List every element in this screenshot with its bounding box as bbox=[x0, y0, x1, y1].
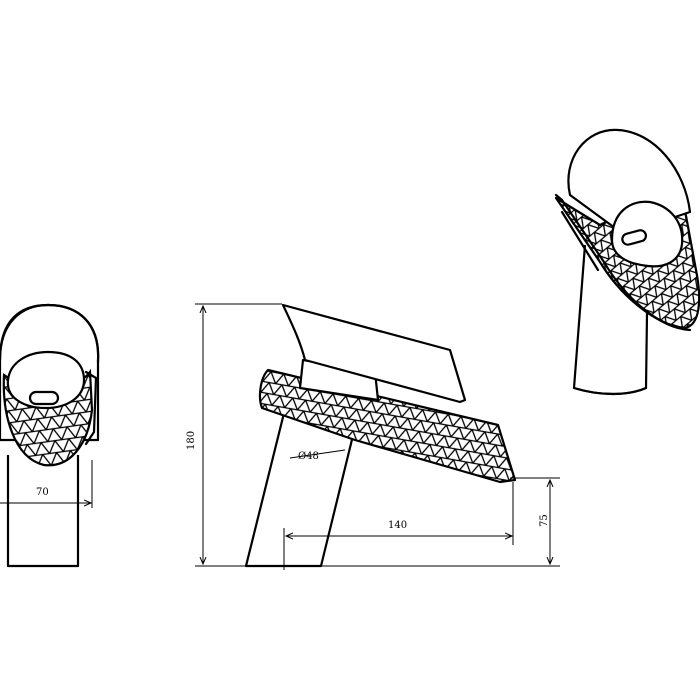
persp-handle bbox=[567, 128, 692, 230]
side-view: 180 Ø48 140 75 bbox=[186, 303, 560, 570]
dim-width-front: 70 bbox=[36, 487, 49, 498]
side-handle bbox=[281, 303, 467, 404]
front-slot bbox=[28, 390, 60, 406]
persp-cap bbox=[610, 200, 684, 268]
dim-pipe-diameter: Ø48 bbox=[298, 451, 319, 462]
dim-spout-reach: 140 bbox=[388, 520, 407, 531]
front-cap bbox=[6, 350, 86, 410]
dim-spout-height: 75 bbox=[539, 514, 550, 527]
perspective-view bbox=[554, 128, 700, 396]
persp-slot bbox=[621, 229, 648, 246]
dim-height-total: 180 bbox=[186, 431, 197, 450]
front-pipe bbox=[6, 455, 80, 568]
front-view: 70 bbox=[0, 303, 100, 568]
side-glass-plate bbox=[258, 368, 517, 484]
